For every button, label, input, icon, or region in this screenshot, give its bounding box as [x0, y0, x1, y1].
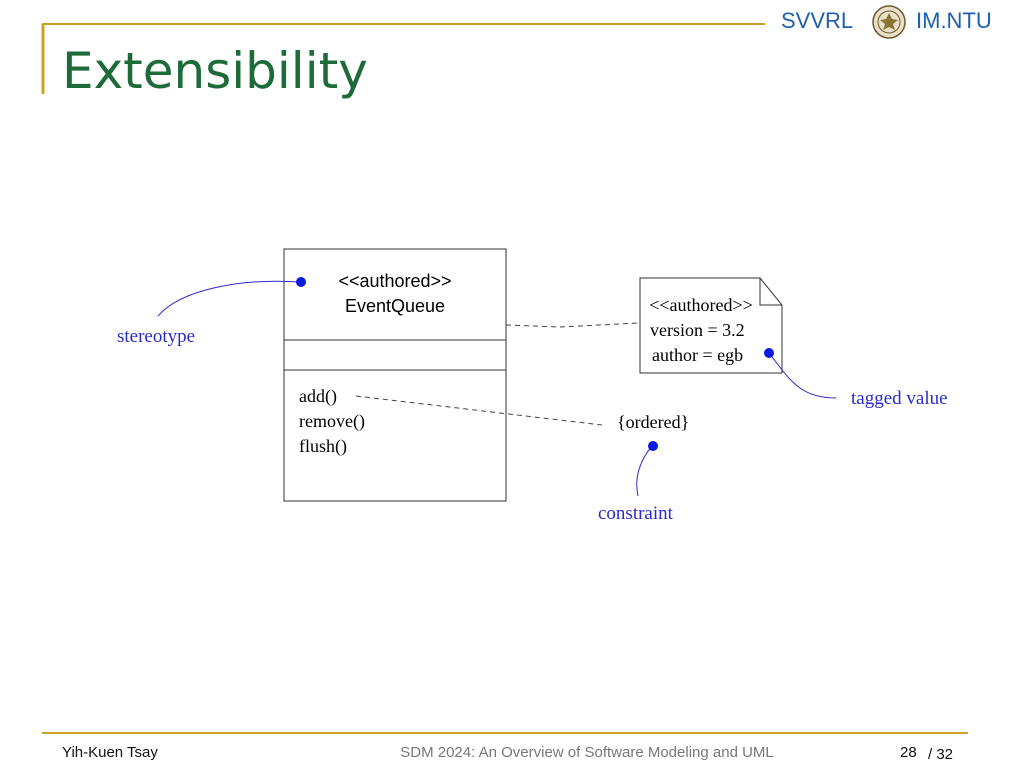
footer-page-total: / 32 [928, 746, 954, 763]
note-fold [759, 278, 782, 306]
tagged-value-leader [768, 352, 837, 399]
operation-remove: remove() [299, 411, 365, 431]
page-title: Extensibility [62, 42, 368, 100]
operation-add: add() [299, 386, 337, 406]
class-stereotype: <<authored>> [338, 271, 452, 291]
org-label-svvrl: SVVRL [781, 8, 854, 33]
footer-page-number: 28 [900, 744, 917, 761]
class-box [283, 248, 507, 502]
callout-stereotype: stereotype [117, 326, 196, 347]
stereotype-marker [296, 277, 306, 287]
stereotype-leader [157, 280, 301, 317]
class-name: EventQueue [344, 296, 446, 316]
constraint-leader [636, 445, 653, 497]
org-label-imntu: IM.NTU [916, 8, 992, 33]
constraint-label: {ordered} [617, 412, 690, 432]
university-seal-icon [872, 5, 906, 39]
note-connector [505, 322, 639, 328]
note-box [639, 277, 783, 374]
operation-flush: flush() [299, 436, 347, 456]
callout-constraint: constraint [598, 503, 673, 524]
note-author: author = egb [652, 345, 744, 365]
note-version: version = 3.2 [650, 320, 745, 340]
note-stereotype: <<authored>> [649, 295, 753, 315]
tagged-value-marker [764, 348, 774, 358]
footer-author: Yih-Kuen Tsay [62, 744, 158, 761]
footer-course-title: SDM 2024: An Overview of Software Modeli… [400, 744, 774, 761]
constraint-marker [648, 441, 658, 451]
callout-tagged-value: tagged value [851, 388, 948, 409]
